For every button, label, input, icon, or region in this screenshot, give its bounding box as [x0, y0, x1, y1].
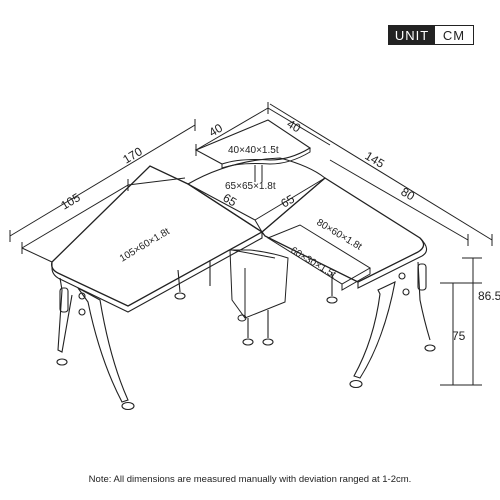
dim-86-5: 86.5 [478, 289, 500, 303]
panel-tray-label: 60×30×1.5t [288, 245, 337, 281]
dim-65-left: 65 [220, 191, 239, 210]
dim-145: 145 [362, 149, 387, 171]
unit-badge: UNIT CM [388, 25, 474, 45]
dim-105: 105 [58, 190, 83, 212]
cpu-basket [229, 249, 289, 322]
dim-75: 75 [452, 329, 466, 343]
dim-40-left: 40 [206, 121, 225, 140]
height-dimension-lines [440, 257, 482, 386]
panel-left-top-label: 105×60×1.8t [118, 226, 172, 264]
top-shelf [194, 119, 312, 182]
dim-80: 80 [398, 185, 417, 204]
desk-legs [56, 260, 436, 411]
dimension-labels: 170 105 40 40 145 80 65 65 86.5 75 [58, 117, 500, 343]
keyboard-tray [266, 224, 371, 291]
dim-65-right: 65 [278, 192, 297, 211]
right-desk-top [261, 177, 428, 289]
unit-label: UNIT [389, 26, 435, 44]
panel-shelf-label: 40×40×1.5t [228, 145, 279, 156]
measurement-note: Note: All dimensions are measured manual… [88, 474, 412, 485]
panel-corner-label: 65×65×1.8t [225, 181, 276, 192]
dim-170: 170 [120, 144, 145, 166]
unit-value: CM [442, 27, 466, 43]
panel-right-top-label: 80×60×1.8t [314, 217, 363, 253]
corner-desk-top [186, 157, 326, 233]
dim-40-shelf: 40 [284, 117, 303, 136]
